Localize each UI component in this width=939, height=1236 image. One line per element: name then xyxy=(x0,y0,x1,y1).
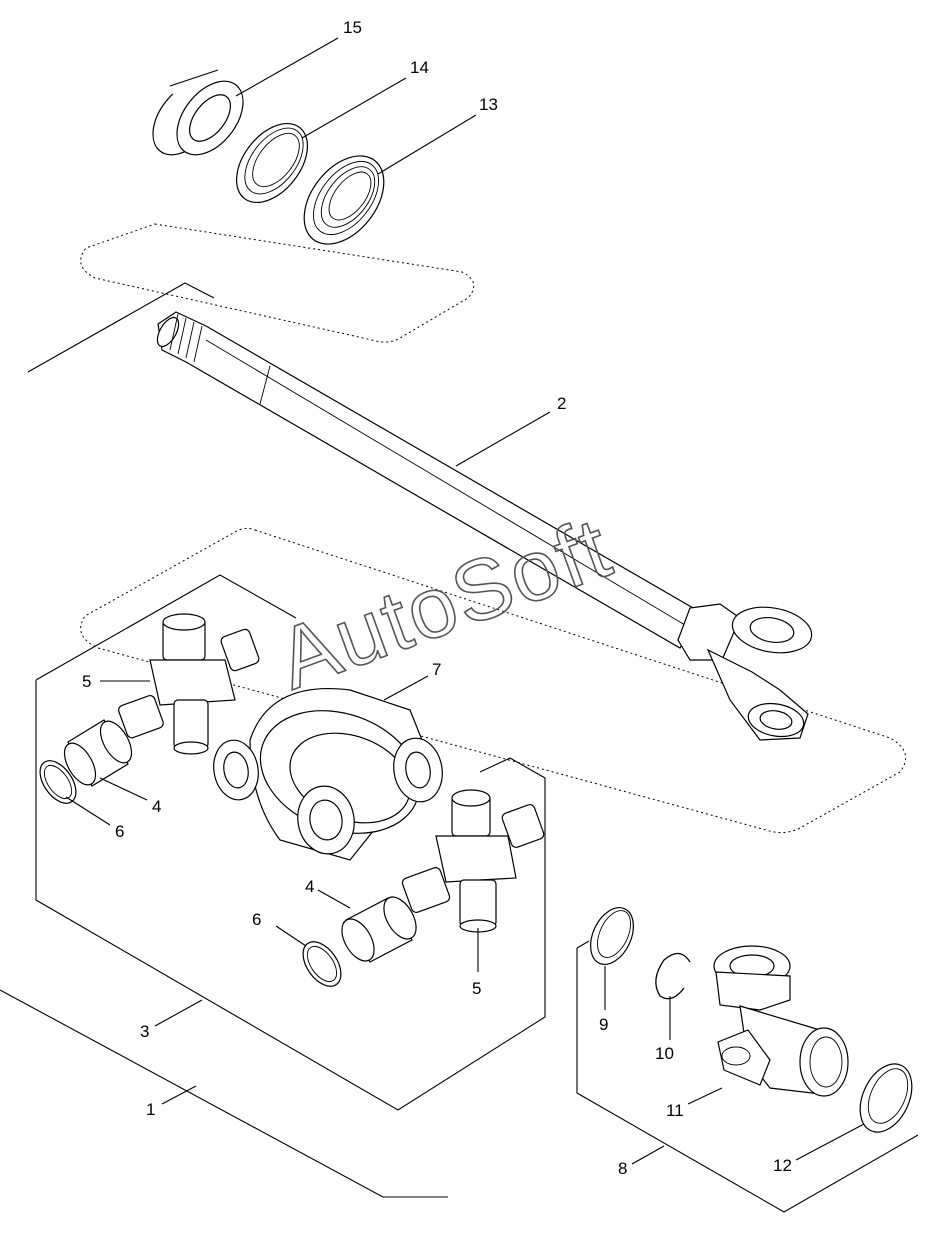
bearing-15 xyxy=(152,69,244,156)
universal-cross-5-lower xyxy=(401,789,545,933)
callout-4-upper: 4 xyxy=(152,797,161,816)
callout-14: 14 xyxy=(410,58,429,77)
bearing-cap-4-upper xyxy=(63,719,133,787)
callout-15: 15 xyxy=(343,18,362,37)
bracket-assembly-1 xyxy=(0,282,448,1198)
seal-14 xyxy=(235,122,309,204)
callout-8: 8 xyxy=(618,1159,627,1178)
coupling-yoke-7 xyxy=(213,688,443,861)
callout-2: 2 xyxy=(557,394,566,413)
seal-13 xyxy=(303,155,385,245)
callout-3: 3 xyxy=(140,1022,149,1041)
callout-1: 1 xyxy=(146,1100,155,1119)
callout-5-lower: 5 xyxy=(472,979,481,998)
callout-6-upper: 6 xyxy=(115,822,124,841)
snap-ring-6-upper xyxy=(39,760,77,804)
callout-9: 9 xyxy=(599,1015,608,1034)
leader-lines xyxy=(65,37,865,1165)
callout-7: 7 xyxy=(432,660,441,679)
bracket-assembly-3 xyxy=(35,574,546,1111)
callout-11: 11 xyxy=(666,1101,684,1120)
bearing-cap-4-lower xyxy=(341,896,417,963)
callout-12: 12 xyxy=(773,1156,792,1175)
callout-labels: 15 14 13 2 7 5 4 6 4 6 5 3 1 9 10 11 8 1… xyxy=(82,18,792,1178)
alignment-envelope-top xyxy=(80,223,475,343)
bracket-assembly-8 xyxy=(576,940,919,1213)
universal-cross-5-upper xyxy=(118,613,260,755)
slip-yoke-11 xyxy=(713,945,849,1097)
alignment-envelope-main xyxy=(80,527,907,834)
ring-9 xyxy=(590,907,634,965)
callout-13: 13 xyxy=(479,95,498,114)
callout-10: 10 xyxy=(655,1044,674,1063)
snap-ring-10 xyxy=(655,952,691,1000)
snap-ring-6-lower xyxy=(302,941,342,987)
watermark-text: AutoSoft xyxy=(266,499,624,708)
seal-12 xyxy=(859,1063,913,1133)
callout-4-lower: 4 xyxy=(305,877,314,896)
callout-6-lower: 6 xyxy=(252,910,261,929)
callout-5-upper: 5 xyxy=(82,672,91,691)
axle-shaft-2 xyxy=(156,311,813,741)
